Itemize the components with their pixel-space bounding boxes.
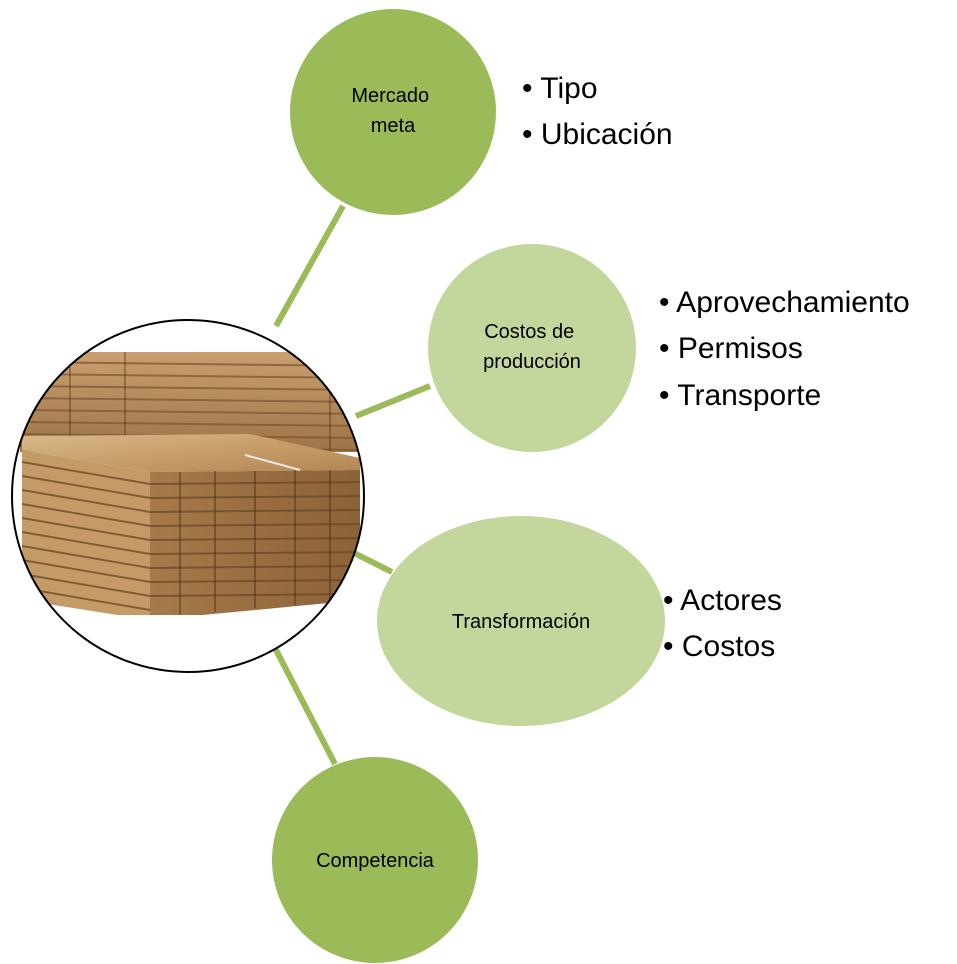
- transformacion-label-line-1: Transformación: [452, 611, 590, 633]
- connector-mercado-meta: [273, 204, 346, 328]
- mercado-meta-bullets: • Tipo • Ubicación: [522, 72, 673, 151]
- mercado-meta-label: Mercado meta: [351, 85, 434, 137]
- bullet-costos: • Costos: [663, 630, 775, 663]
- bullet-transporte: • Transporte: [659, 379, 821, 412]
- bullet-aprovechamiento: • Aprovechamiento: [659, 286, 910, 319]
- costos-produccion-label-line-2: producción: [483, 351, 581, 373]
- node-costos-produccion: Costos de producción • Aprovechamiento •…: [428, 244, 910, 452]
- bullet-tipo: • Tipo: [522, 72, 598, 105]
- mercado-meta-label-line-1: Mercado: [351, 85, 429, 107]
- node-transformacion: Transformación • Actores • Costos: [377, 516, 782, 726]
- bullet-permisos: • Permisos: [659, 332, 803, 365]
- mercado-meta-circle: [290, 9, 496, 215]
- costos-produccion-label: Costos de producción: [483, 321, 581, 373]
- costos-produccion-label-line-1: Costos de: [484, 321, 574, 343]
- bullet-ubicacion: • Ubicación: [522, 118, 673, 151]
- connector-costos-produccion: [354, 383, 432, 419]
- node-mercado-meta: Mercado meta • Tipo • Ubicación: [290, 9, 673, 215]
- connector-competencia: [271, 644, 338, 766]
- center-circle-outline: [11, 319, 365, 673]
- node-competencia: Competencia: [272, 757, 478, 963]
- connector-transformacion: [350, 549, 394, 575]
- mercado-meta-label-line-2: meta: [371, 115, 416, 137]
- center-image: [11, 319, 365, 673]
- costos-produccion-circle: [428, 244, 636, 452]
- transformacion-circle: [377, 516, 665, 726]
- stacked-lumber-photo: [12, 320, 364, 672]
- competencia-circle: [272, 757, 478, 963]
- competencia-label-line-1: Competencia: [316, 850, 435, 872]
- costos-produccion-bullets: • Aprovechamiento • Permisos • Transport…: [659, 286, 910, 412]
- transformacion-label: Transformación: [452, 611, 590, 633]
- connectors: [271, 204, 432, 766]
- bullet-actores: • Actores: [663, 584, 782, 617]
- competencia-label: Competencia: [316, 850, 435, 872]
- transformacion-bullets: • Actores • Costos: [663, 584, 782, 663]
